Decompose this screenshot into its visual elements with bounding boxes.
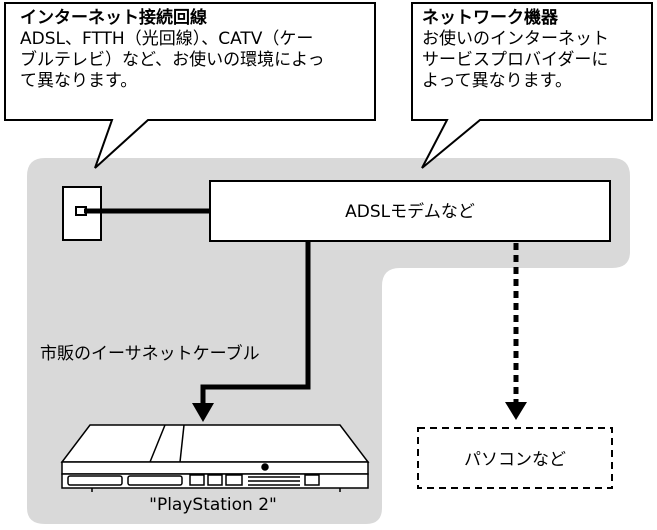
callout-network-device-text-3: よって異なります。 [422,71,572,91]
callout-internet-line-text-3: て異なります。 [20,71,138,91]
modem-box [209,180,611,242]
ethernet-cable-line [200,241,311,408]
callout-network-device-title: ネットワーク機器 [422,8,558,28]
pc-box [417,427,613,489]
callout-box-left [4,2,376,169]
pc-label: パソコンなど [464,450,566,470]
modem-label: ADSLモデムなど [345,201,475,222]
callout-network-device-text-2: サービスプロバイダーに [422,50,609,70]
playstation2-console [60,424,370,492]
callout-internet-line-title: インターネット接続回線 [20,8,207,28]
ps2-label: "PlayStation 2" [149,495,277,515]
callout-network-device-text-1: お使いのインターネット [422,29,609,49]
callout-network-device: ネットワーク機器 お使いのインターネット サービスプロバイダーに よって異なりま… [422,8,647,92]
ethernet-cable-label: 市販のイーサネットケーブル [40,343,260,364]
callout-internet-line-text-2: ブルテレビ）など、お使いの環境によっ [20,50,325,70]
pc-connection-arrow [505,402,527,420]
callout-internet-line-text-1: ADSL、FTTH（光回線）、CATV（ケー [20,29,314,49]
callout-box-right [411,2,653,169]
ethernet-cable-arrow [192,403,214,422]
callout-internet-line: インターネット接続回線 ADSL、FTTH（光回線）、CATV（ケー ブルテレビ… [20,8,365,92]
